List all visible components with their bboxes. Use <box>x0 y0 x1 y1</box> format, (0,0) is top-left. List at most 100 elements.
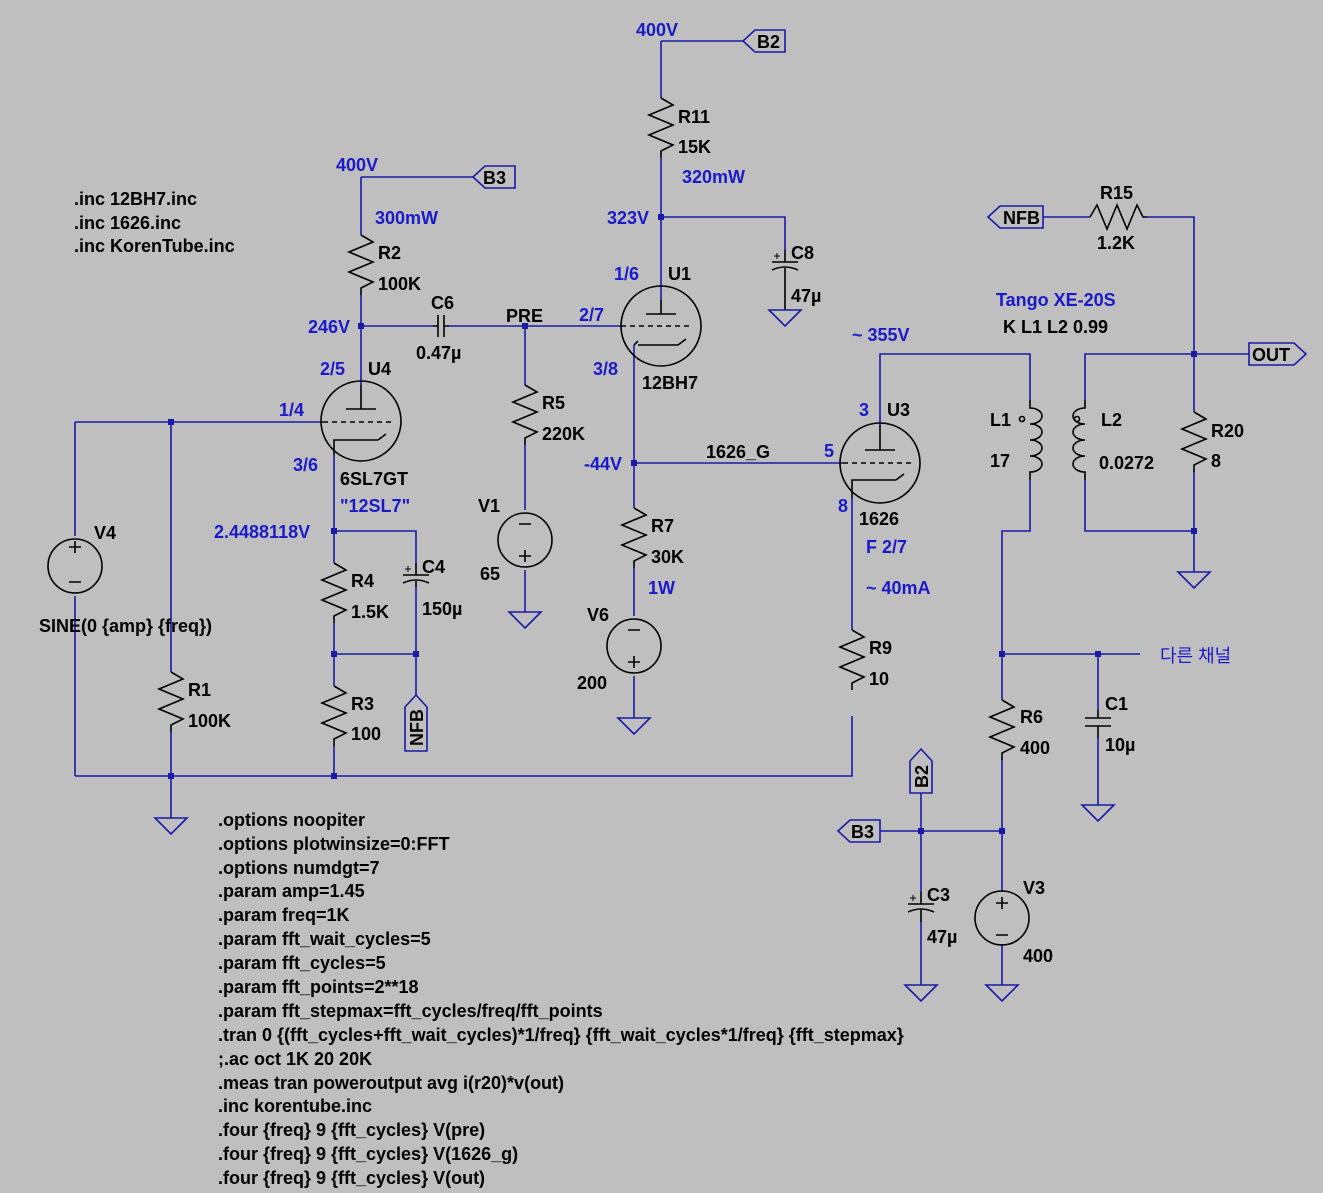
svg-text:10µ: 10µ <box>1105 735 1135 755</box>
svg-text:.options noopiter: .options noopiter <box>218 810 365 830</box>
r7-symbol <box>619 507 649 568</box>
svg-text:R6: R6 <box>1020 707 1043 727</box>
svg-text:V6: V6 <box>587 605 609 625</box>
net-1626-g: 1626_G <box>706 442 770 462</box>
svg-text:.param fft_cycles=5: .param fft_cycles=5 <box>218 953 386 973</box>
c8-symbol <box>771 250 799 310</box>
svg-text:12BH7: 12BH7 <box>642 373 698 393</box>
inductors <box>1018 400 1086 480</box>
svg-text:.inc korentube.inc: .inc korentube.inc <box>218 1096 372 1116</box>
svg-text:1/4: 1/4 <box>279 400 304 420</box>
svg-text:220K: 220K <box>542 424 585 444</box>
svg-text:R1: R1 <box>188 680 211 700</box>
flag-b2-bottom: B2 <box>909 747 933 794</box>
voltage-cathode: 2.4488118V <box>214 522 310 542</box>
voltage-400v-mid: 400V <box>336 155 378 175</box>
svg-text:.options numdgt=7: .options numdgt=7 <box>218 858 380 878</box>
svg-text:200: 200 <box>577 673 607 693</box>
r3-symbol <box>319 685 349 746</box>
svg-text:15K: 15K <box>678 137 711 157</box>
r2-symbol <box>346 234 376 295</box>
svg-text:V1: V1 <box>478 496 500 516</box>
svg-text:U4: U4 <box>368 359 391 379</box>
r20-symbol <box>1179 411 1209 472</box>
svg-text:V4: V4 <box>94 523 116 543</box>
svg-text:F 2/7: F 2/7 <box>866 537 907 557</box>
l1-symbol <box>1029 400 1043 480</box>
power-1w: 1W <box>648 578 675 598</box>
svg-text:.param fft_points=2**18: .param fft_points=2**18 <box>218 977 419 997</box>
voltage-neg44v: -44V <box>584 454 622 474</box>
power-300mw: 300mW <box>375 208 438 228</box>
svg-text:1626: 1626 <box>859 509 899 529</box>
svg-text:2/5: 2/5 <box>320 359 345 379</box>
svg-text:.inc 12BH7.inc: .inc 12BH7.inc <box>74 189 197 209</box>
include-directives: .inc 12BH7.inc .inc 1626.inc .inc KorenT… <box>74 189 235 256</box>
v6-symbol <box>606 618 662 674</box>
svg-text:.inc 1626.inc: .inc 1626.inc <box>74 213 181 233</box>
c3-symbol <box>907 892 935 922</box>
l2-symbol <box>1072 400 1086 480</box>
voltage-355v: ~ 355V <box>852 325 910 345</box>
svg-text:.four {freq} 9 {fft_cycles} V(: .four {freq} 9 {fft_cycles} V(out) <box>218 1168 485 1188</box>
svg-text:47µ: 47µ <box>791 286 821 306</box>
svg-text:V3: V3 <box>1023 878 1045 898</box>
svg-text:1.2K: 1.2K <box>1097 233 1135 253</box>
svg-text:0.0272: 0.0272 <box>1099 453 1154 473</box>
svg-text:NFB: NFB <box>1003 208 1040 228</box>
svg-text:30K: 30K <box>651 547 684 567</box>
svg-text:400: 400 <box>1020 738 1050 758</box>
l1-dot <box>1018 415 1026 423</box>
current-40ma: ~ 40mA <box>866 578 931 598</box>
svg-text:C8: C8 <box>791 243 814 263</box>
svg-text:65: 65 <box>480 564 500 584</box>
svg-text:1/6: 1/6 <box>614 264 639 284</box>
transformer-label: Tango XE-20S <box>996 290 1116 310</box>
svg-text:OUT: OUT <box>1252 345 1290 365</box>
coupling-directive: K L1 L2 0.99 <box>1003 317 1108 337</box>
voltage-400v-top: 400V <box>636 20 678 40</box>
svg-text:;.ac oct 1K 20 20K: ;.ac oct 1K 20 20K <box>218 1049 372 1069</box>
voltage-323v: 323V <box>607 208 649 228</box>
other-channel-label: 다른 채널 <box>1160 646 1231 666</box>
svg-text:C4: C4 <box>422 557 445 577</box>
svg-text:8: 8 <box>1211 451 1221 471</box>
r6-symbol <box>987 699 1017 760</box>
svg-text:17: 17 <box>990 451 1010 471</box>
junctions <box>168 214 1197 834</box>
svg-text:NFB: NFB <box>407 709 427 746</box>
svg-text:.param fft_wait_cycles=5: .param fft_wait_cycles=5 <box>218 929 431 949</box>
tube-u1 <box>620 285 702 367</box>
svg-text:B3: B3 <box>483 168 506 188</box>
svg-text:C6: C6 <box>431 293 454 313</box>
svg-text:.param freq=1K: .param freq=1K <box>218 905 350 925</box>
svg-text:B2: B2 <box>912 765 932 788</box>
r15-symbol <box>1089 202 1147 232</box>
power-320mw: 320mW <box>682 167 745 187</box>
svg-text:L2: L2 <box>1101 410 1122 430</box>
flag-b2-top: B2 <box>741 29 786 53</box>
net-pre: PRE <box>506 306 543 326</box>
wires <box>74 40 1249 985</box>
svg-text:0.47µ: 0.47µ <box>416 343 461 363</box>
svg-text:.tran 0 {(fft_cycles+fft_wait_: .tran 0 {(fft_cycles+fft_wait_cycles)*1/… <box>218 1025 904 1045</box>
svg-text:8: 8 <box>838 496 848 516</box>
svg-text:R7: R7 <box>651 516 674 536</box>
svg-text:R15: R15 <box>1100 183 1133 203</box>
svg-text:.four {freq} 9 {fft_cycles} V(: .four {freq} 9 {fft_cycles} V(pre) <box>218 1120 485 1140</box>
svg-text:.param fft_stepmax=fft_cycles/: .param fft_stepmax=fft_cycles/freq/fft_p… <box>218 1001 603 1021</box>
c6-symbol <box>433 315 449 337</box>
grounds <box>153 309 1212 1003</box>
svg-text:.meas tran poweroutput avg i(r: .meas tran poweroutput avg i(r20)*v(out) <box>218 1073 564 1093</box>
r11-symbol <box>646 97 676 158</box>
voltage-labels: 400V 400V 323V 246V -44V 2.4488118V ~ 35… <box>214 20 910 542</box>
svg-text:400: 400 <box>1023 946 1053 966</box>
svg-text:R4: R4 <box>351 571 374 591</box>
flag-b3-top: B3 <box>471 165 516 189</box>
svg-text:3: 3 <box>859 400 869 420</box>
svg-text:3/6: 3/6 <box>293 455 318 475</box>
svg-text:.inc KorenTube.inc: .inc KorenTube.inc <box>74 236 235 256</box>
r1-symbol <box>156 671 186 732</box>
svg-text:2/7: 2/7 <box>579 305 604 325</box>
